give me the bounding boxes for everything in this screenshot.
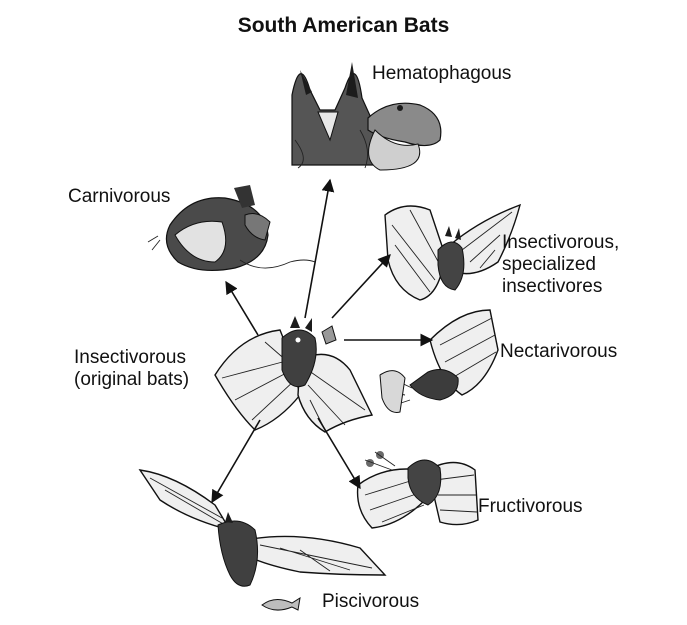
label-specialized-insectivores: Insectivorous, specialized insectivores	[502, 232, 620, 297]
piscivorous-bat-illustration	[138, 469, 387, 611]
arrows	[211, 178, 434, 504]
arrow-to-hematophagous	[304, 178, 335, 319]
label-original-insectivorous: Insectivorous (original bats)	[74, 347, 190, 390]
label-piscivorous: Piscivorous	[322, 591, 420, 612]
arrow-to-specialized-insectivores	[331, 254, 391, 319]
arrow-to-piscivorous	[211, 419, 261, 504]
fructivorous-bat-illustration	[356, 451, 479, 529]
label-carnivorous: Carnivorous	[68, 186, 171, 207]
specialized-insectivore-bat-illustration	[384, 203, 522, 301]
label-fructivorous: Fructivorous	[478, 496, 583, 517]
original-insectivore-bat-illustration	[214, 316, 374, 433]
arrow-to-carnivorous	[225, 280, 259, 336]
diagram-title: South American Bats	[237, 14, 450, 37]
hematophagous-bat-illustration	[291, 62, 442, 171]
label-hematophagous: Hematophagous	[372, 63, 512, 84]
nectarivorous-bat-illustration	[379, 309, 499, 413]
label-nectarivorous: Nectarivorous	[500, 341, 618, 362]
arrow-to-fructivorous	[317, 417, 361, 490]
carnivorous-bat-illustration	[147, 185, 316, 272]
